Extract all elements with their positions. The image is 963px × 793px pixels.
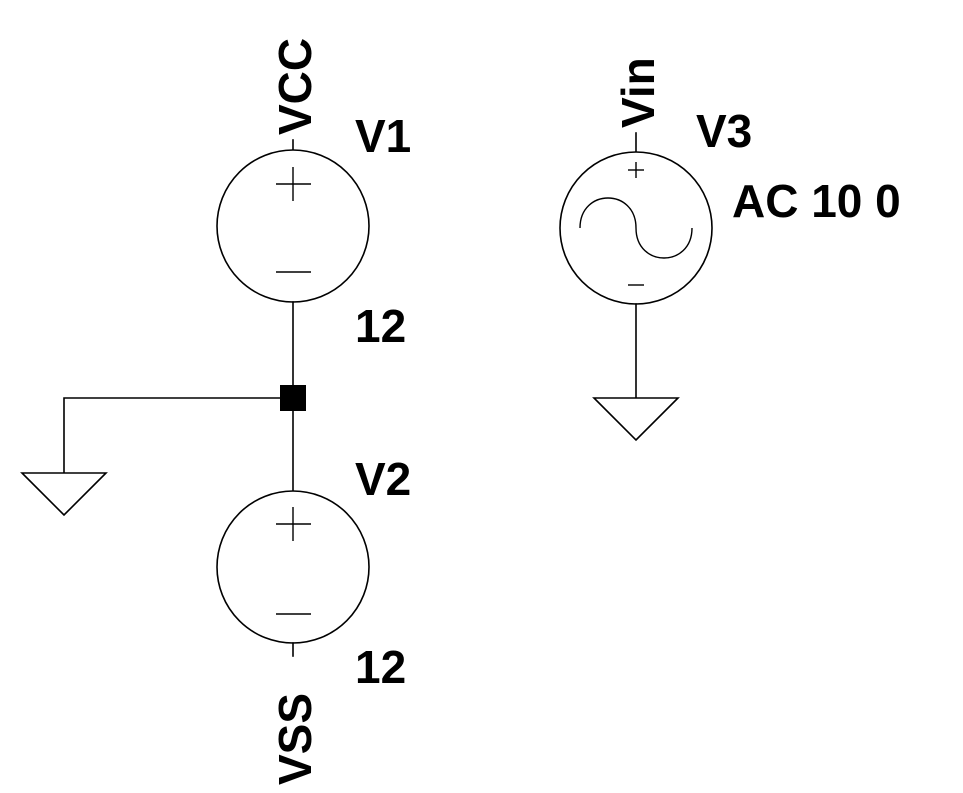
v2-value-label: 12 <box>355 641 406 693</box>
net-label-vcc: VCC <box>269 38 321 135</box>
v3-value-label: AC 10 0 <box>732 175 901 227</box>
v2-plus-sign <box>276 507 311 541</box>
v1-source[interactable] <box>216 139 370 303</box>
ground-symbol-right <box>592 397 680 442</box>
v3-name-label: V3 <box>696 105 752 157</box>
net-label-vin: Vin <box>612 57 664 128</box>
v2-source[interactable] <box>216 490 370 657</box>
v2-name-label: V2 <box>355 453 411 505</box>
v1-plus-sign <box>276 167 311 201</box>
v1-name-label: V1 <box>355 110 411 162</box>
wire-junction-to-ground <box>63 397 294 474</box>
ground-symbol-left <box>20 472 108 517</box>
v1-value-label: 12 <box>355 300 406 352</box>
net-label-vss: VSS <box>269 693 321 785</box>
sine-wave-icon <box>579 197 693 259</box>
v3-plus-sign <box>628 162 644 178</box>
v3-source[interactable] <box>559 132 713 305</box>
